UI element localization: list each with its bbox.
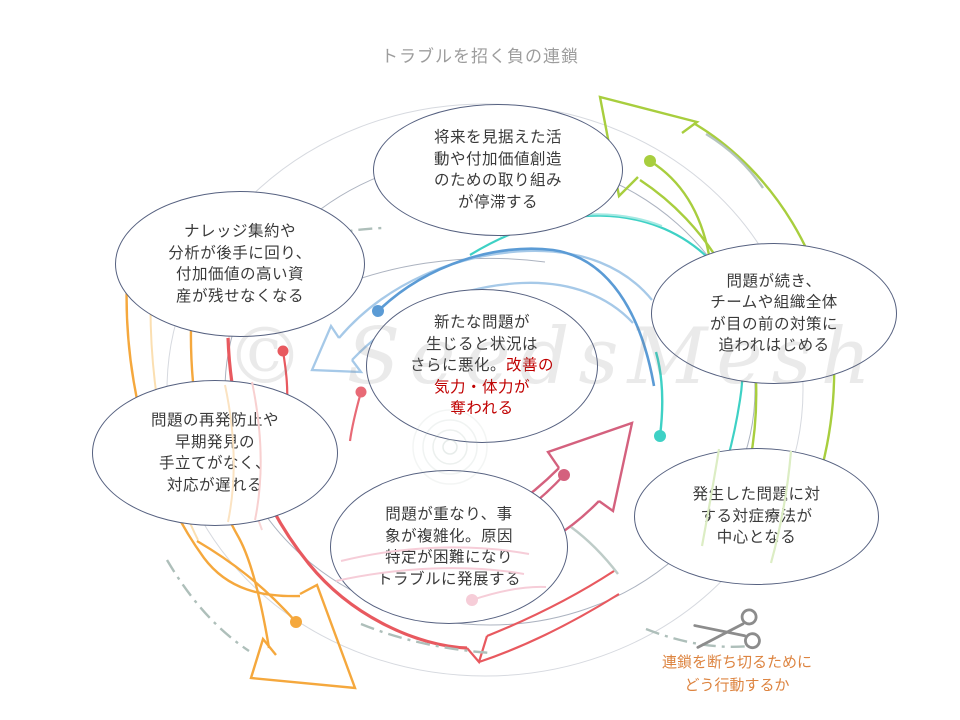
pink-pin-dot — [558, 469, 570, 481]
orange-pin-dot — [290, 616, 302, 628]
teal-pin-dot — [654, 430, 666, 442]
page-title: トラブルを招く負の連鎖 — [381, 47, 579, 66]
green-pin-dot — [644, 155, 656, 167]
watermark: © SeedsMesh — [226, 312, 880, 402]
bubble-knowledge-text: ナレッジ集約や 分析が後手に回り、 付加価値の高い資 産が残せなくなる — [168, 223, 312, 305]
scissors-icon — [688, 608, 768, 656]
bubble-problem-pileup: 問題が重なり、事 象が複雑化。原因 特定が困難になり トラブルに発展する — [330, 470, 568, 624]
bubble-prevention-text: 問題の再発防止や 早期発見の 手立てがなく、 対応が遅れる — [150, 412, 279, 494]
bubble-stagnation: 将来を見据えた活 動や付加価値創造 のための取り組み が停滞する — [373, 104, 623, 236]
bubble-symptomatic-text: 発生した問題に対 する対症療法が 中心となる — [692, 486, 821, 547]
bubble-stagnation-text: 将来を見据えた活 動や付加価値創造 のための取り組み が停滞する — [433, 129, 562, 211]
bubble-symptomatic-treatment: 発生した問題に対 する対症療法が 中心となる — [634, 448, 879, 585]
bubble-pileup-text: 問題が重なり、事 象が複雑化。原因 特定が困難になり トラブルに発展する — [376, 506, 521, 588]
action-note: 連鎖を断ち切るために どう行動するか — [661, 654, 812, 694]
